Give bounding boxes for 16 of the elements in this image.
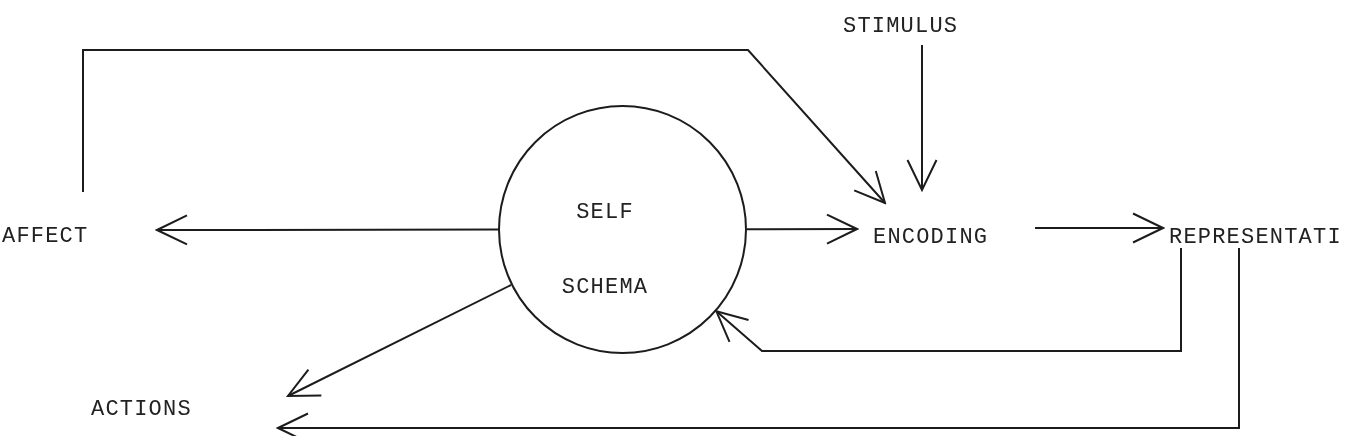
arrow: [906, 44, 938, 191]
node-label: SCHEMA: [561, 277, 649, 299]
arrow: [82, 49, 886, 204]
node-label: ENCODING: [873, 227, 989, 249]
node-label: SELF: [576, 202, 634, 224]
arrow: [715, 247, 1182, 352]
arrow: [287, 284, 512, 397]
node-label: REPRESENTATI: [1169, 227, 1342, 249]
arrow: [277, 247, 1240, 436]
arrow: [156, 214, 499, 246]
node-label: AFFECT: [2, 226, 89, 248]
node-label: STIMULUS: [843, 16, 959, 38]
arrow: [746, 213, 858, 245]
node-label: ACTIONS: [91, 399, 192, 421]
circle-node: [498, 105, 747, 354]
arrow: [1034, 212, 1164, 244]
